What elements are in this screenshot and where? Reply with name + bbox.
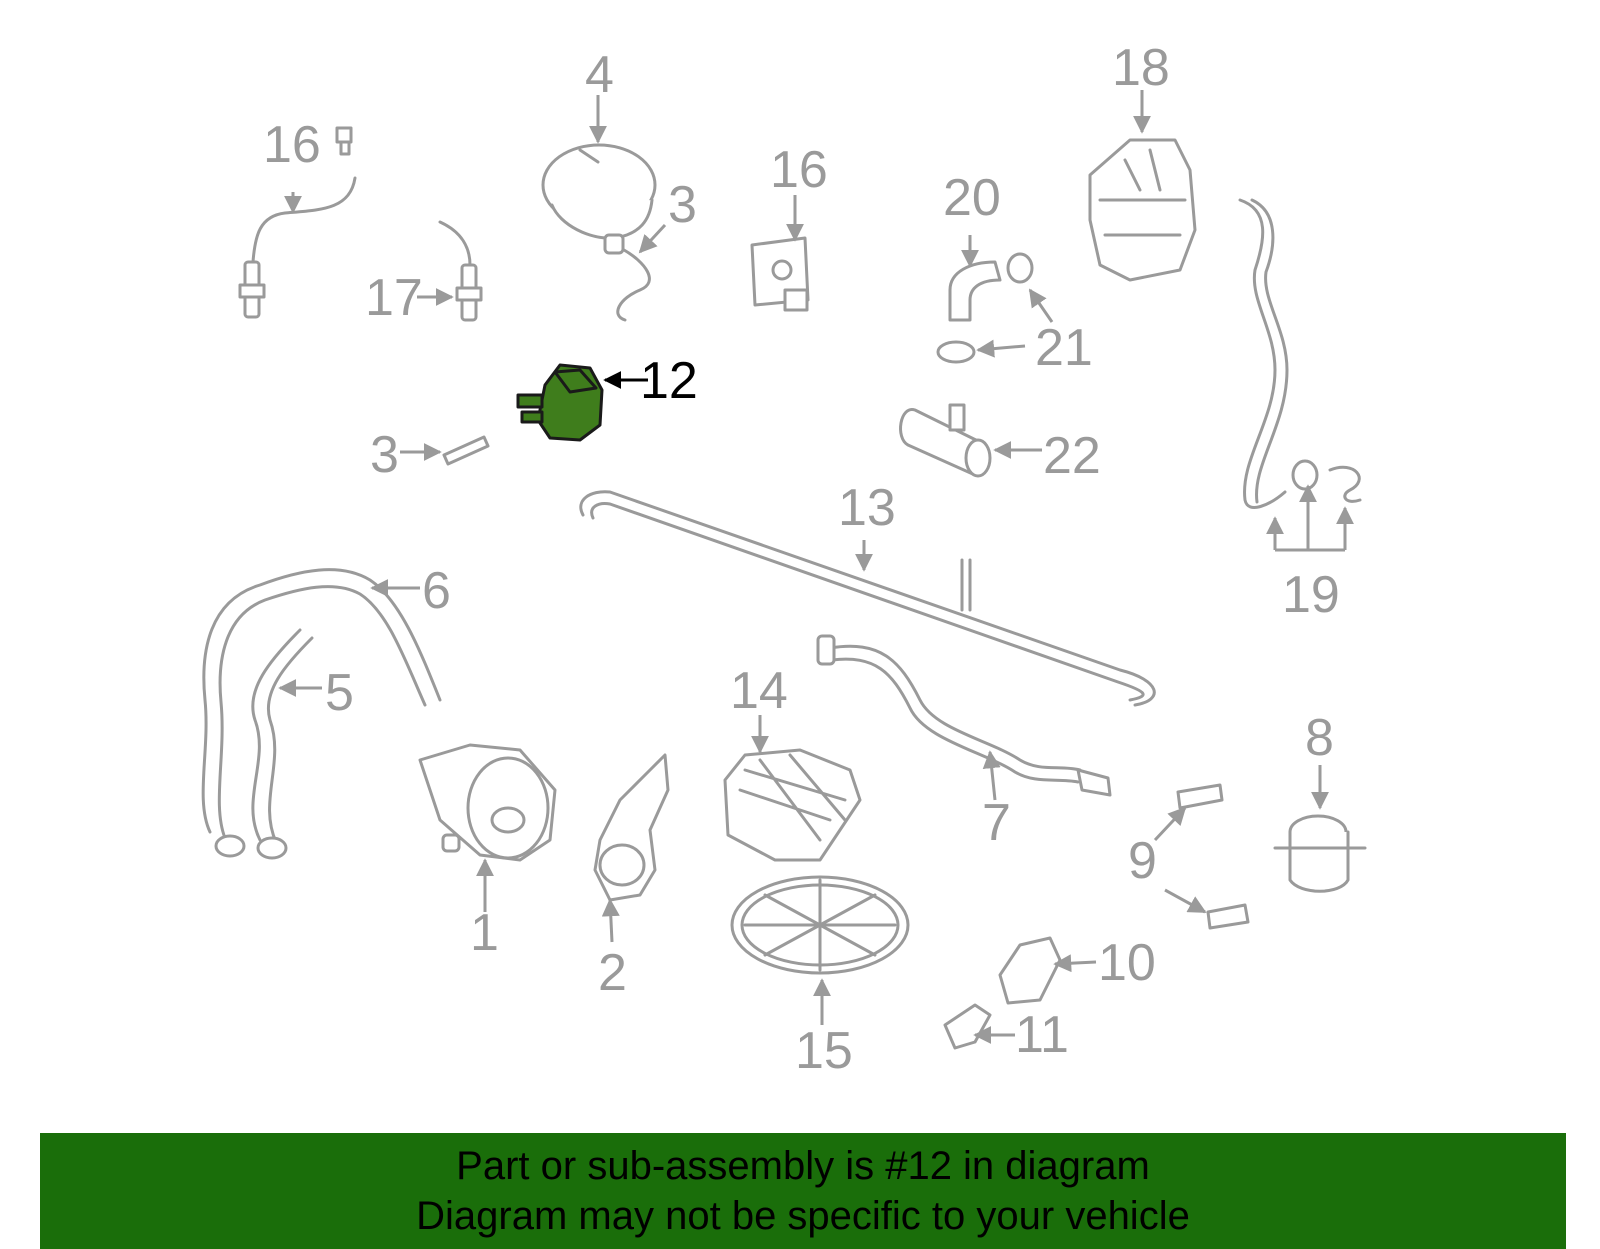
part-13-pipe bbox=[579, 490, 1156, 707]
part-22-tube bbox=[899, 403, 992, 478]
part-20-elbow-hose bbox=[948, 260, 1002, 322]
part-21-clamp bbox=[936, 252, 1034, 364]
callout-8: 8 bbox=[1305, 709, 1334, 767]
banner-line-1: Part or sub-assembly is #12 in diagram bbox=[456, 1144, 1150, 1188]
callout-21: 21 bbox=[1035, 319, 1093, 377]
part-5-hose bbox=[214, 628, 314, 860]
part-3-upper-hose bbox=[616, 248, 651, 322]
part-12-solenoid-valve bbox=[516, 363, 604, 442]
callout-7: 7 bbox=[982, 794, 1011, 852]
callout-6: 6 bbox=[422, 562, 451, 620]
part-19-hose bbox=[1238, 198, 1362, 509]
callout-19: 19 bbox=[1282, 566, 1340, 624]
callout-11: 11 bbox=[1015, 1006, 1069, 1064]
part-16-sensor-block bbox=[750, 236, 810, 312]
callout-3-lower: 3 bbox=[370, 426, 399, 484]
part-1-air-pump bbox=[418, 743, 557, 862]
part-9-gasket bbox=[1176, 783, 1250, 930]
part-6-hose bbox=[201, 568, 442, 840]
part-16-oxygen-sensor bbox=[238, 126, 357, 319]
part-3-lower-hose bbox=[442, 435, 490, 466]
callout-12: 12 bbox=[640, 352, 698, 410]
info-banner: Part or sub-assembly is #12 in diagram D… bbox=[40, 1133, 1566, 1249]
part-7-pipe bbox=[816, 634, 1112, 797]
callout-13: 13 bbox=[838, 479, 896, 537]
callout-10: 10 bbox=[1098, 934, 1156, 992]
part-8-check-valve bbox=[1273, 814, 1367, 893]
callout-4: 4 bbox=[585, 46, 614, 104]
parts-diagram: 16 4 3 16 17 20 21 18 12 3 22 13 6 5 19 … bbox=[201, 39, 1367, 1080]
callout-3-upper: 3 bbox=[668, 176, 697, 234]
callout-9: 9 bbox=[1128, 832, 1157, 890]
part-18-valve-assembly bbox=[1088, 138, 1197, 282]
callout-1: 1 bbox=[470, 904, 499, 962]
callout-16-left: 16 bbox=[263, 116, 321, 174]
part-14-filter-housing bbox=[723, 748, 862, 862]
callout-labels: 16 4 3 16 17 20 21 18 12 3 22 13 6 5 19 … bbox=[263, 39, 1340, 1080]
part-17-oxygen-sensor bbox=[438, 220, 483, 322]
callout-2: 2 bbox=[598, 944, 627, 1002]
part-11-gasket bbox=[943, 1003, 992, 1050]
callout-15: 15 bbox=[795, 1022, 853, 1080]
callout-17: 17 bbox=[365, 269, 423, 327]
callout-14: 14 bbox=[730, 662, 788, 720]
part-4-vacuum-reservoir bbox=[541, 143, 657, 255]
banner-line-2: Diagram may not be specific to your vehi… bbox=[416, 1194, 1190, 1238]
part-10-plate bbox=[998, 936, 1062, 1005]
part-15-gasket bbox=[730, 875, 910, 975]
part-2-bracket bbox=[593, 753, 670, 902]
callout-16-middle: 16 bbox=[770, 141, 828, 199]
leader-lines bbox=[278, 90, 1354, 1044]
callout-20: 20 bbox=[943, 169, 1001, 227]
callout-5: 5 bbox=[325, 664, 354, 722]
callout-18: 18 bbox=[1112, 39, 1170, 97]
callout-22: 22 bbox=[1043, 427, 1101, 485]
